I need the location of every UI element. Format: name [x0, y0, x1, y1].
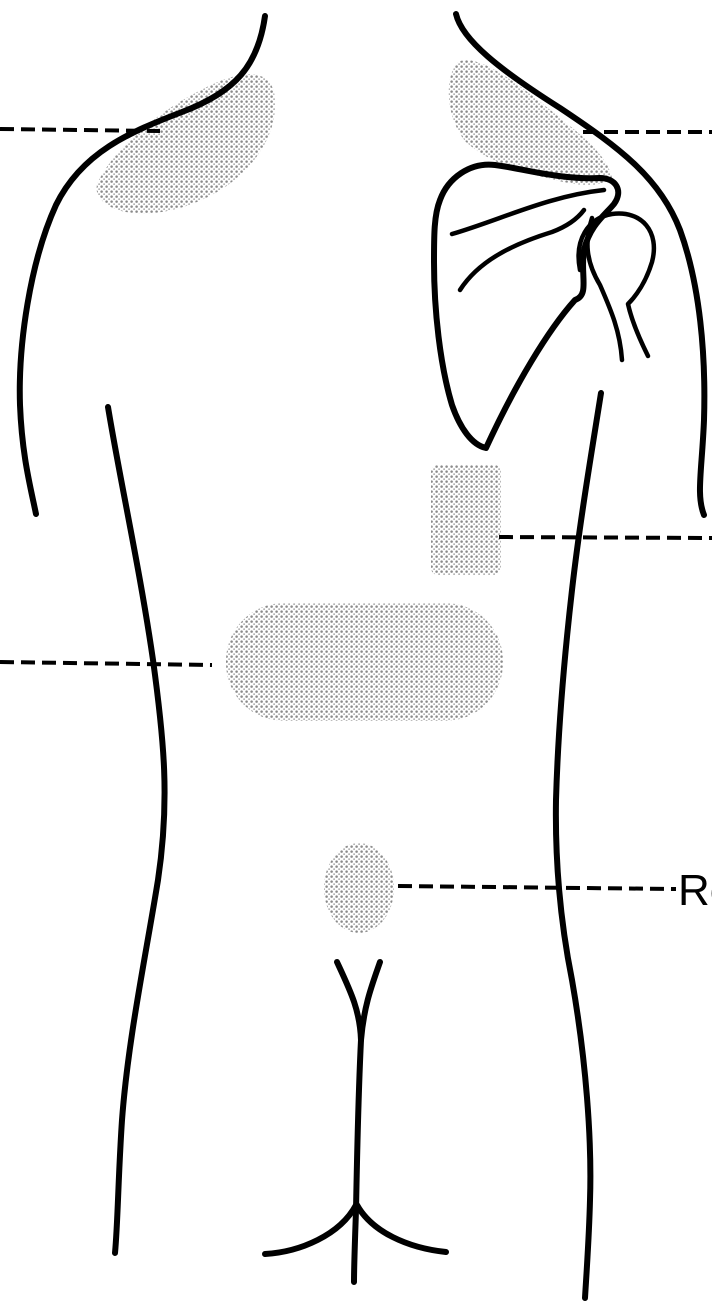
- right-torso-contour: [556, 393, 601, 1298]
- coracoid-process: [587, 218, 622, 360]
- left-buttock-curve: [265, 1205, 356, 1254]
- cleft-midline: [354, 1040, 361, 1282]
- scapula-spine-lower: [460, 210, 584, 290]
- left-shoulder-region: [97, 74, 276, 213]
- sacral-callout-label: Re: [678, 866, 712, 915]
- leader-lines: [0, 129, 712, 889]
- right-buttock-curve: [357, 1205, 446, 1252]
- cleft-left-fork: [337, 962, 361, 1040]
- right-mid-back-leader: [499, 537, 712, 538]
- lower-back-region: [226, 603, 503, 721]
- cleft-right-fork: [361, 962, 380, 1040]
- sacral-region: [324, 843, 394, 933]
- shaded-regions: [97, 60, 612, 933]
- gluteal-cleft: [265, 962, 446, 1282]
- sacral-leader: [398, 886, 676, 889]
- scapula-drawing: [434, 165, 654, 448]
- left-neck-shoulder-contour: [20, 16, 265, 514]
- callout-labels: Re: [678, 866, 712, 915]
- lower-back-leader: [0, 662, 212, 665]
- right-mid-back-region: [431, 465, 501, 575]
- left-torso-contour: [108, 407, 165, 1253]
- left-shoulder-leader: [0, 129, 160, 131]
